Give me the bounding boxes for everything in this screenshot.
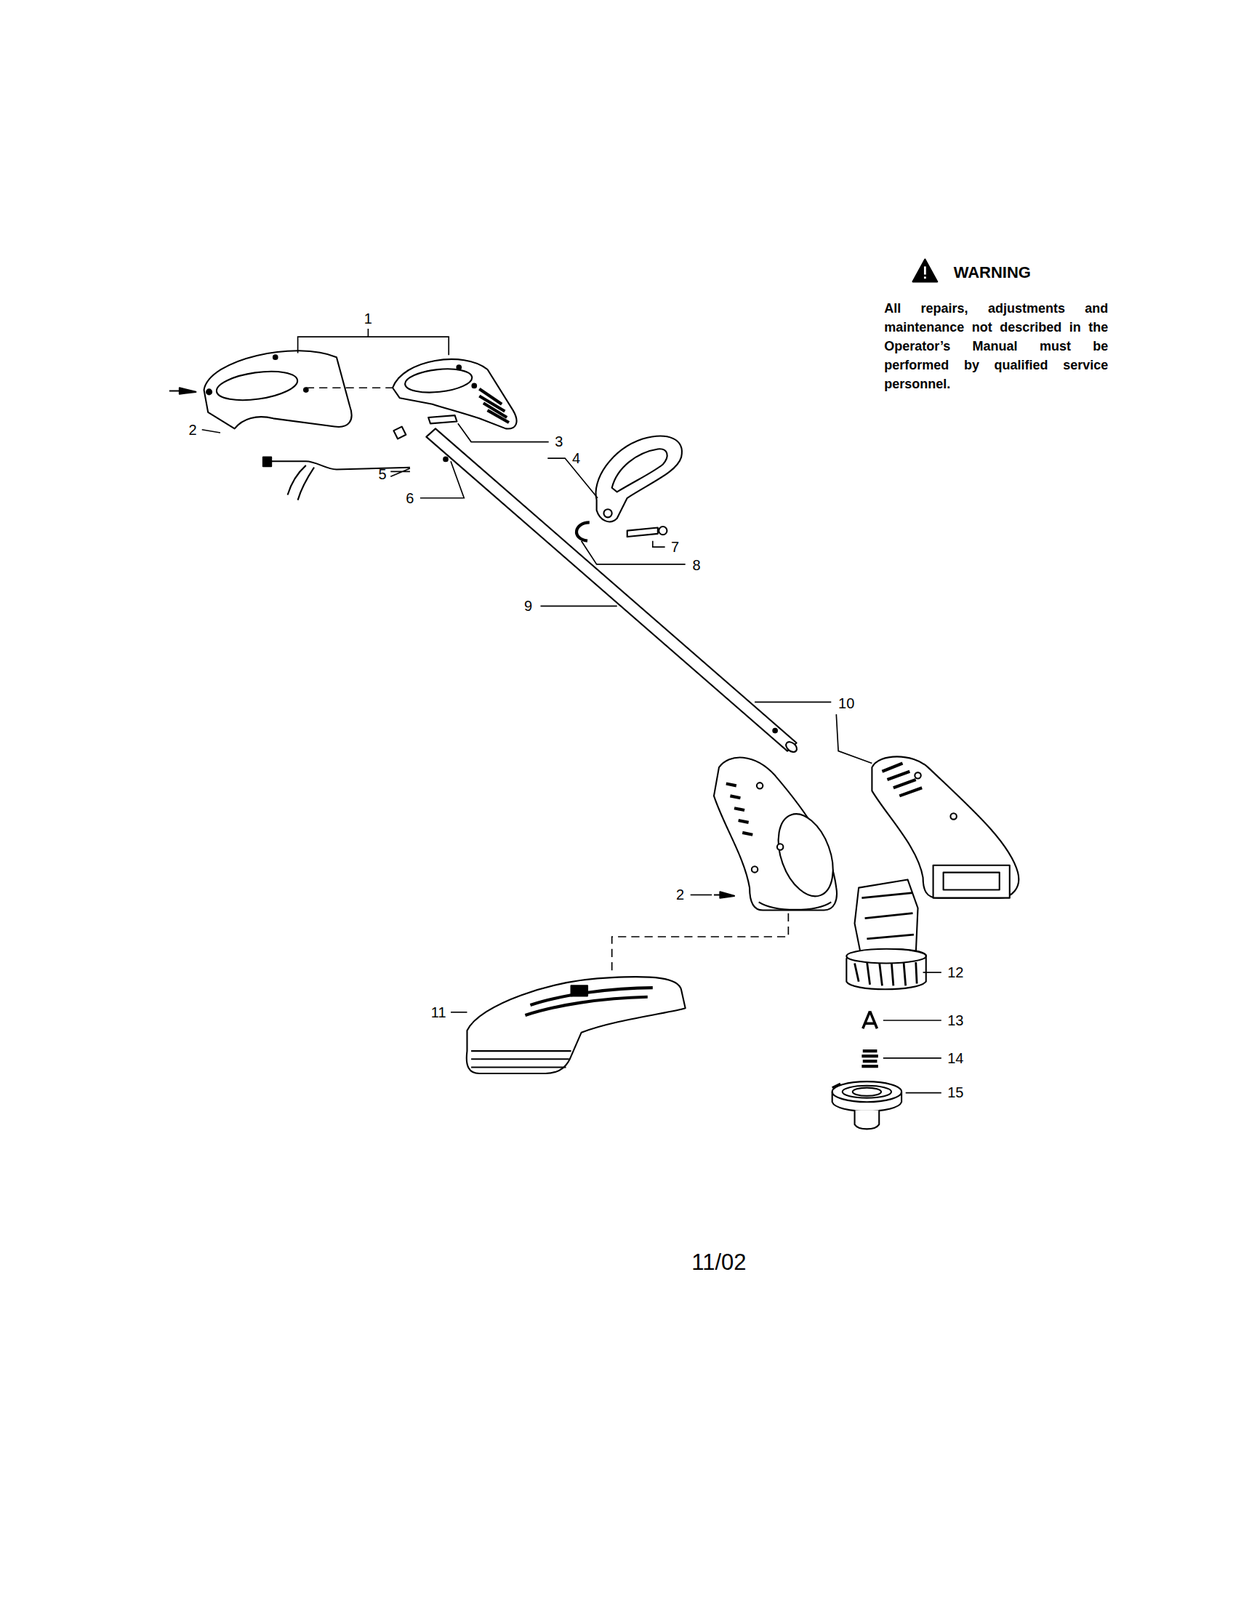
warning-title: WARNING: [953, 264, 1031, 281]
callout-number: 1: [364, 311, 373, 326]
callout-number: 6: [405, 490, 414, 506]
callout-number: 12: [947, 964, 964, 980]
callout-number: 7: [671, 539, 680, 554]
callout-number: 14: [947, 1050, 964, 1066]
callout-number: 2: [676, 886, 685, 902]
callout-number: 5: [378, 466, 387, 482]
callout-number: 15: [947, 1084, 964, 1100]
date-code: 11/02: [691, 1250, 746, 1273]
warning-note: All repairs, adjustments and maintenance…: [884, 298, 1108, 394]
callout-number: 13: [947, 1012, 964, 1028]
callout-number: 9: [524, 598, 533, 613]
callout-number: 2: [189, 422, 198, 437]
callout-number: 11: [431, 1004, 447, 1020]
callout-number: 3: [554, 434, 563, 449]
callout-number: 4: [572, 450, 581, 466]
callout-number: 8: [692, 557, 701, 573]
callout-number: 10: [838, 695, 855, 711]
